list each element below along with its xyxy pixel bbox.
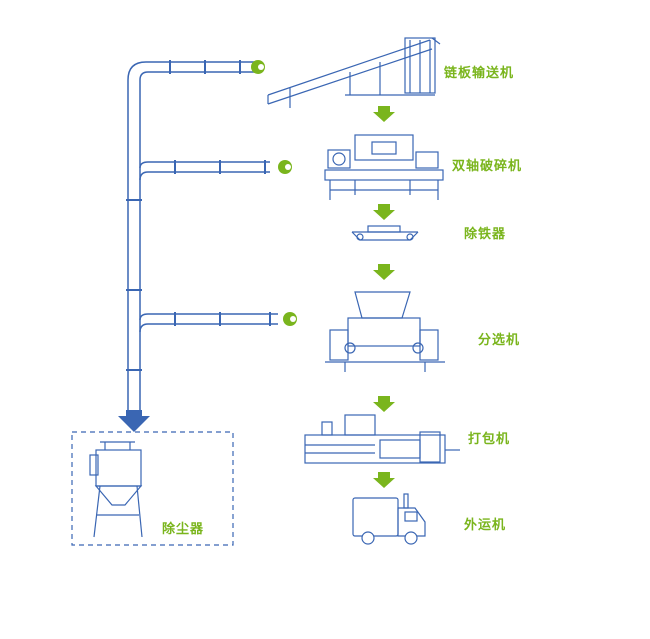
dust-collector-frame xyxy=(71,431,234,546)
main-vertical-duct xyxy=(127,61,255,81)
flow-arrow-icon xyxy=(373,472,395,488)
dust-collector-icon xyxy=(89,441,143,538)
collector-label: 除尘器 xyxy=(162,521,204,537)
sorting-machine-icon xyxy=(325,291,445,372)
flow-arrow-icon xyxy=(373,264,395,280)
flow-arrow-icon xyxy=(373,204,395,220)
chain-conveyor-icon xyxy=(267,37,441,108)
stage-label: 链板输送机 xyxy=(443,65,514,81)
duct-outlet-arrow-icon xyxy=(118,410,150,432)
stage-label: 打包机 xyxy=(468,431,510,447)
suction-point-icon xyxy=(278,160,292,174)
stage-label: 外运机 xyxy=(463,517,506,533)
truck-icon xyxy=(352,493,426,545)
iron-remover-icon xyxy=(351,225,419,241)
stage-label: 除铁器 xyxy=(464,226,506,242)
double-shaft-shredder-icon xyxy=(324,134,444,200)
duct-branch-2 xyxy=(139,161,270,169)
dust-duct-system xyxy=(126,60,278,410)
flow-arrow-icon xyxy=(373,396,395,412)
suction-point-icon xyxy=(251,60,265,74)
flow-arrow-icon xyxy=(373,106,395,122)
duct-branch-3 xyxy=(139,313,278,321)
baler-icon xyxy=(304,414,460,464)
stage-label: 双轴破碎机 xyxy=(452,158,522,174)
suction-point-icon xyxy=(283,312,297,326)
stage-label: 分选机 xyxy=(478,332,520,348)
